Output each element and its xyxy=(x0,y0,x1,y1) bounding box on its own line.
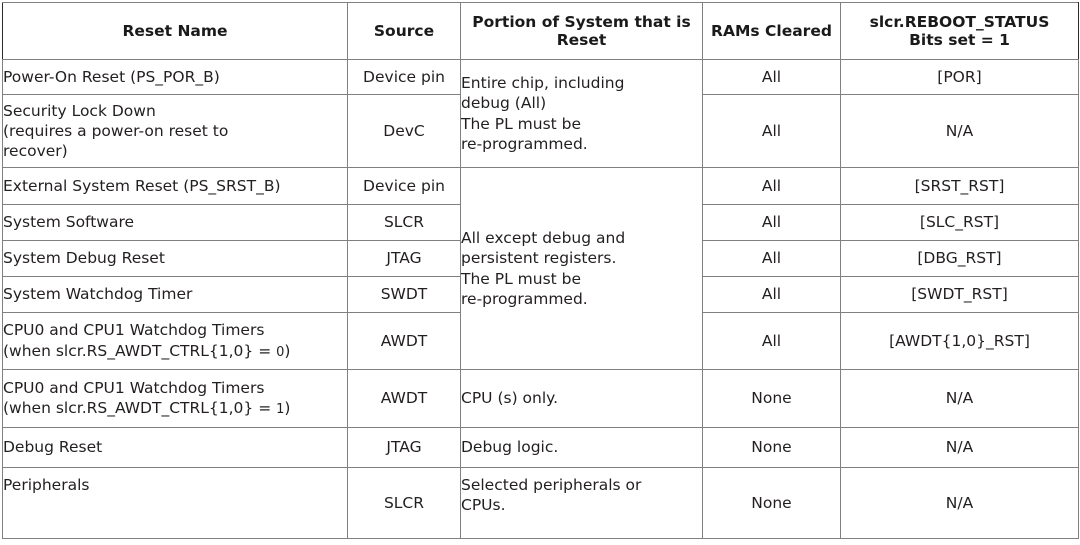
reset-name-text: External System Reset (PS_SRST_B) xyxy=(3,176,281,195)
table-row: CPU0 and CPU1 Watchdog Timers (when slcr… xyxy=(2,369,1079,428)
portion-line: CPU (s) only. xyxy=(461,389,559,408)
cell-reboot-status: N/A xyxy=(840,94,1079,168)
cell-portion-of-system: Entire chip, including debug (All) The P… xyxy=(460,59,703,168)
cell-reset-name: System Watchdog Timer xyxy=(2,276,348,313)
condition-value: 1 xyxy=(276,402,285,418)
cell-portion-of-system: Selected peripherals or CPUs. xyxy=(460,467,703,539)
portion-line: re-programmed. xyxy=(461,289,588,308)
condition-tail: ) xyxy=(284,399,291,418)
cell-reset-name: Security Lock Down (requires a power-on … xyxy=(2,94,348,168)
cell-rams-cleared: All xyxy=(702,94,841,168)
cell-rams-cleared: None xyxy=(702,369,841,428)
cell-reset-name: CPU0 and CPU1 Watchdog Timers (when slcr… xyxy=(2,312,348,370)
cell-source: JTAG xyxy=(347,240,461,277)
cell-rams-cleared: All xyxy=(702,276,841,313)
table-header: Reset Name Source Portion of System that… xyxy=(2,2,1079,60)
portion-line: Debug logic. xyxy=(461,438,559,457)
column-header-source: Source xyxy=(347,2,461,60)
cell-source: SLCR xyxy=(347,467,461,539)
table-row: External System Reset (PS_SRST_B) Device… xyxy=(2,167,1079,370)
portion-line: The PL must be xyxy=(461,114,582,133)
column-header-portion-line1: Portion of System that is xyxy=(472,12,691,31)
cell-reset-name: System Debug Reset xyxy=(2,240,348,277)
column-header-portion-of-system: Portion of System that is Reset xyxy=(460,2,703,60)
cell-reset-name: System Software xyxy=(2,204,348,241)
cell-reboot-status: [SRST_RST] xyxy=(840,167,1079,205)
cell-source: Device pin xyxy=(347,59,461,95)
column-header-reboot-status-line2: Bits set = 1 xyxy=(909,31,1010,49)
reset-name-text: Power-On Reset (PS_POR_B) xyxy=(3,67,220,86)
reset-name-condition: (when slcr.RS_AWDT_CTRL{1,0} = 0) xyxy=(3,341,347,362)
cell-reset-name: CPU0 and CPU1 Watchdog Timers (when slcr… xyxy=(2,369,348,428)
cell-reset-name: Debug Reset xyxy=(2,427,348,468)
cell-reboot-status: N/A xyxy=(840,467,1079,539)
cell-source: AWDT xyxy=(347,312,461,370)
reset-name-text: System Debug Reset xyxy=(3,249,165,268)
portion-line: Selected peripherals or xyxy=(461,476,642,494)
cell-rams-cleared: All xyxy=(702,59,841,95)
table-row: Power-On Reset (PS_POR_B) Device pin Ent… xyxy=(2,59,1079,168)
cell-portion-of-system: CPU (s) only. xyxy=(460,369,703,428)
column-header-reset-name: Reset Name xyxy=(2,2,348,60)
table-row: Peripherals SLCR Selected peripherals or… xyxy=(2,467,1079,539)
portion-line: debug (All) xyxy=(461,94,547,113)
condition-tail: ) xyxy=(284,341,291,360)
cell-source: SLCR xyxy=(347,204,461,241)
reset-name-text: System Software xyxy=(3,213,135,232)
cell-source: SWDT xyxy=(347,276,461,313)
cell-rams-cleared: None xyxy=(702,427,841,468)
cell-reboot-status: [AWDT{1,0}_RST] xyxy=(840,312,1079,370)
cell-reboot-status: N/A xyxy=(840,427,1079,468)
cell-rams-cleared: All xyxy=(702,312,841,370)
cell-reset-name: Power-On Reset (PS_POR_B) xyxy=(2,59,348,95)
table-row: System Debug Reset JTAG All [DBG_RST] xyxy=(2,240,1079,277)
column-header-reboot-status: slcr.REBOOT_STATUS Bits set = 1 xyxy=(840,2,1079,60)
reset-name-text: Peripherals xyxy=(3,476,90,494)
cell-source: JTAG xyxy=(347,427,461,468)
reset-name-text: CPU0 and CPU1 Watchdog Timers xyxy=(3,321,265,340)
condition-prefix: (when slcr.RS_AWDT_CTRL{1,0} = xyxy=(3,399,277,418)
cell-reboot-status: N/A xyxy=(840,369,1079,428)
cell-reboot-status: [POR] xyxy=(840,59,1079,95)
cell-reboot-status: [DBG_RST] xyxy=(840,240,1079,277)
reset-name-text: (requires a power-on reset to xyxy=(3,121,229,140)
reset-name-condition: (when slcr.RS_AWDT_CTRL{1,0} = 1) xyxy=(3,398,347,419)
portion-line: persistent registers. xyxy=(461,249,617,268)
cell-reboot-status: [SWDT_RST] xyxy=(840,276,1079,313)
portion-line: The PL must be xyxy=(461,269,582,288)
table-body: Power-On Reset (PS_POR_B) Device pin Ent… xyxy=(2,59,1079,539)
reset-name-text: Debug Reset xyxy=(3,438,103,457)
header-row: Reset Name Source Portion of System that… xyxy=(2,2,1079,60)
cell-portion-of-system: Debug logic. xyxy=(460,427,703,468)
portion-line: Entire chip, including xyxy=(461,73,625,92)
portion-line: re-programmed. xyxy=(461,134,588,153)
cell-reset-name: External System Reset (PS_SRST_B) xyxy=(2,167,348,205)
column-header-rams-cleared: RAMs Cleared xyxy=(702,2,841,60)
table-row: System Software SLCR All [SLC_RST] xyxy=(2,204,1079,241)
condition-value: 0 xyxy=(276,344,285,360)
cell-portion-of-system: All except debug and persistent register… xyxy=(460,167,703,370)
reset-name-text: Security Lock Down xyxy=(3,101,156,120)
table-row: CPU0 and CPU1 Watchdog Timers (when slcr… xyxy=(2,312,1079,370)
reset-name-text: recover) xyxy=(3,142,68,161)
condition-prefix: (when slcr.RS_AWDT_CTRL{1,0} = xyxy=(3,341,277,360)
cell-rams-cleared: None xyxy=(702,467,841,539)
table-row: Security Lock Down (requires a power-on … xyxy=(2,94,1079,168)
reset-name-text: CPU0 and CPU1 Watchdog Timers xyxy=(3,378,265,397)
cell-reboot-status: [SLC_RST] xyxy=(840,204,1079,241)
reset-name-text: System Watchdog Timer xyxy=(3,285,193,304)
cell-rams-cleared: All xyxy=(702,240,841,277)
table-row: Debug Reset JTAG Debug logic. None N/A xyxy=(2,427,1079,468)
cell-source: Device pin xyxy=(347,167,461,205)
portion-line: All except debug and xyxy=(461,228,626,247)
column-header-portion-line2: Reset xyxy=(556,31,607,49)
portion-line: CPUs. xyxy=(461,496,506,515)
cell-source: DevC xyxy=(347,94,461,168)
cell-reset-name: Peripherals xyxy=(2,467,348,539)
cell-rams-cleared: All xyxy=(702,204,841,241)
column-header-reboot-status-line1: slcr.REBOOT_STATUS xyxy=(869,12,1050,31)
cell-source: AWDT xyxy=(347,369,461,428)
cell-rams-cleared: All xyxy=(702,167,841,205)
